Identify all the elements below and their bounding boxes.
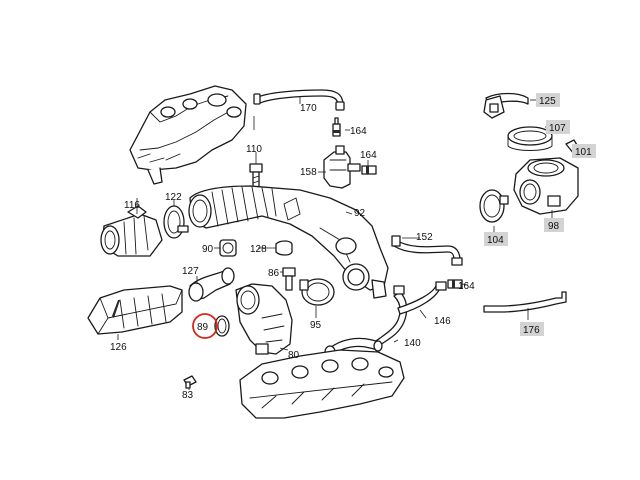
label-89: 89 — [197, 322, 209, 333]
label-140: 140 — [404, 338, 421, 349]
housing-98 — [513, 157, 579, 215]
lower-intake-manifold — [239, 349, 405, 419]
upper-intake-manifold — [129, 85, 247, 185]
label-83: 83 — [182, 390, 194, 401]
boxed-label-125: 125 — [539, 96, 556, 107]
pipe-176 — [483, 291, 567, 320]
bracket-125 — [483, 92, 529, 119]
bolt-86 — [282, 267, 296, 291]
sensor-164-mid — [361, 165, 377, 175]
boxed-label-176: 176 — [523, 325, 540, 336]
label-152: 152 — [416, 232, 433, 243]
label-158: 158 — [300, 167, 317, 178]
label-80: 80 — [288, 350, 300, 361]
label-170: 170 — [300, 103, 317, 114]
hose-152 — [391, 235, 463, 266]
label-110: 110 — [246, 144, 262, 155]
label-164-top: 164 — [350, 126, 367, 137]
label-126: 126 — [110, 342, 127, 353]
label-127: 127 — [182, 266, 199, 277]
throttle-body-80 — [235, 283, 293, 355]
boxed-label-98: 98 — [548, 221, 560, 232]
air-intake-duct-92 — [188, 185, 389, 299]
sensor-164-top — [332, 117, 341, 137]
label-164-right: 164 — [458, 281, 475, 292]
air-filter-housing-126 — [87, 285, 183, 335]
part-labels: 170 164 164 164 110 158 116 122 92 90 12… — [110, 103, 475, 401]
highlight-circle-89 — [192, 313, 218, 339]
grommet-90 — [219, 239, 237, 257]
label-164-mid: 164 — [360, 150, 377, 161]
boxed-label-107: 107 — [549, 123, 566, 134]
label-146: 146 — [434, 316, 451, 327]
clamp-107 — [507, 126, 553, 151]
bolt-83 — [183, 375, 197, 389]
clamp-104 — [479, 189, 509, 223]
leader-lines — [117, 99, 584, 390]
hose-170 — [253, 89, 345, 111]
connector-158 — [323, 145, 361, 189]
boxed-label-104: 104 — [487, 235, 504, 246]
clamp-122 — [163, 205, 189, 239]
sensor-164-right — [447, 279, 469, 289]
boxed-labels: 125 107 101 104 98 176 — [484, 93, 596, 336]
clamp-95 — [299, 278, 335, 306]
air-mass-sensor-116 — [100, 205, 163, 257]
plug-128 — [275, 240, 293, 256]
label-92: 92 — [354, 208, 366, 219]
boxed-label-101: 101 — [575, 147, 592, 158]
label-116: 116 — [124, 200, 140, 211]
label-122: 122 — [165, 192, 182, 203]
label-95: 95 — [310, 320, 322, 331]
label-90: 90 — [202, 244, 214, 255]
label-86: 86 — [268, 268, 280, 279]
label-128: 128 — [250, 244, 267, 255]
